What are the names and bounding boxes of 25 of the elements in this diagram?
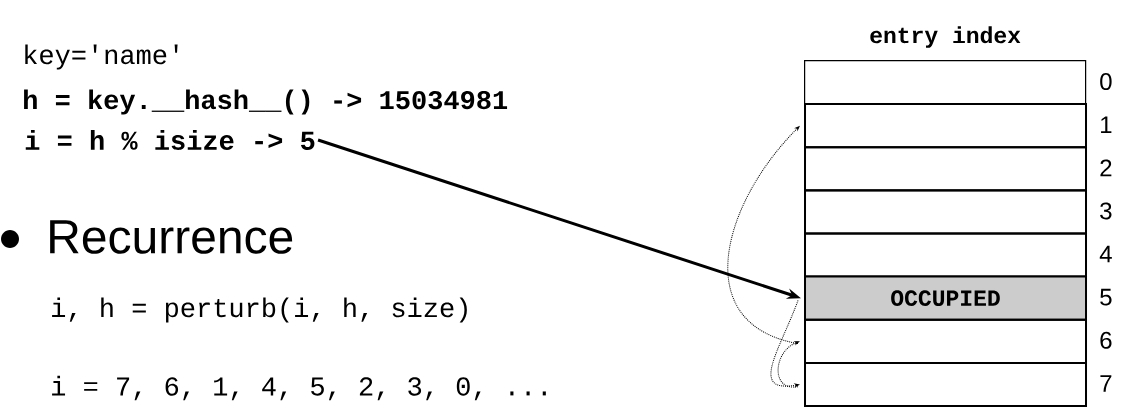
index-number: 1 — [1101, 116, 1112, 133]
arrow — [777, 341, 800, 388]
index-number: 3 — [1100, 202, 1112, 220]
table-row — [804, 189, 1087, 235]
arrow — [727, 126, 800, 345]
table-row — [804, 361, 1087, 407]
table-row — [804, 103, 1087, 149]
code-line: i, h = perturb(i, h, size) — [52, 297, 467, 323]
index-number: 0 — [1100, 73, 1112, 91]
code-line: key='name' — [25, 44, 178, 70]
index-number: 5 — [1100, 288, 1112, 306]
index-number: 7 — [1100, 375, 1112, 392]
table-row: OCCUPIED — [804, 275, 1087, 321]
index-number: 6 — [1100, 331, 1112, 349]
table-row — [804, 318, 1087, 364]
node-label: entry index — [870, 26, 1021, 48]
code-line: i = 7, 6, 1, 4, 5, 2, 3, 0, ... — [52, 375, 546, 401]
table-row — [804, 146, 1087, 192]
code-line: i = h % isize -> 5 — [25, 130, 315, 150]
index-number: 4 — [1099, 245, 1112, 263]
arrow — [770, 299, 800, 387]
heading: Recurrence — [50, 220, 293, 254]
index-number: 2 — [1100, 159, 1112, 177]
code-line: h = key.__hash__() -> 15034981 — [24, 89, 508, 115]
table-row — [804, 60, 1086, 105]
